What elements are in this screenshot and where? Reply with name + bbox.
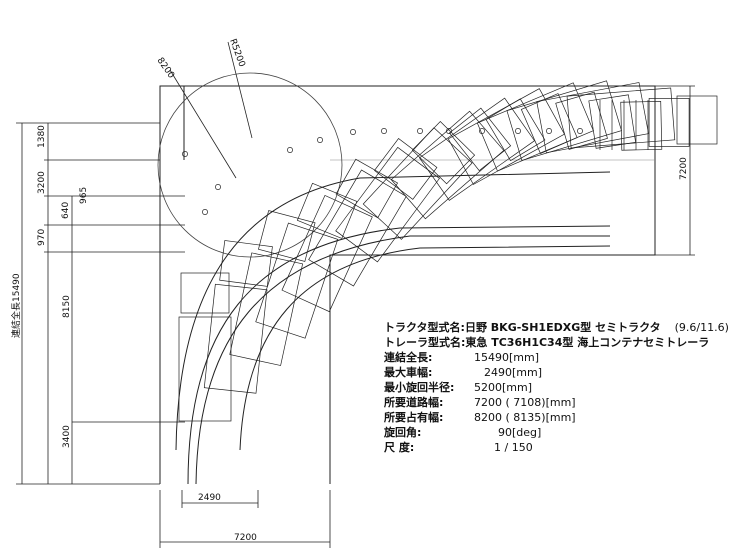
tractor-outline (335, 158, 399, 219)
spec-value: 90[deg] (498, 426, 542, 439)
label-road-width-right: 7200 (679, 157, 689, 180)
tractor-outline (648, 98, 690, 147)
spec-row: 旋回角: 90[deg] (384, 425, 700, 440)
label-vehicle-width: 2490 (198, 493, 221, 503)
tractor-outline (555, 91, 608, 150)
spec-label: 所要占有幅: (384, 411, 444, 424)
label-road-width-bottom: 7200 (234, 533, 257, 543)
spec-row: 連結全長: 15490[mm] (384, 350, 700, 365)
spec-value: 1 / 150 (494, 441, 533, 454)
spec-value: 2490[mm] (484, 366, 543, 379)
trailer-outline (229, 252, 304, 366)
trailer-outline (447, 88, 565, 185)
turning-path-drawing: R5200 8200 1380 3200 640 965 970 8150 34… (10, 38, 718, 548)
spec-label: 最大車幅: (384, 366, 433, 379)
spec-value: 7200 ( 7108)[mm] (474, 396, 576, 409)
trailer-outline (178, 316, 232, 422)
label-970: 970 (37, 229, 47, 246)
dimension-lines (16, 85, 695, 548)
trailer-outline (335, 146, 440, 263)
trailer-outline (419, 97, 535, 201)
label-total-length: 連結全長15490 (10, 273, 22, 338)
spec-value: 5200[mm] (474, 381, 533, 394)
trailer-outline (476, 82, 594, 172)
spec-row: 尺 度: 1 / 150 (384, 440, 700, 455)
spec-row: 最大車幅: 2490[mm] (384, 365, 700, 380)
label-3400: 3400 (62, 425, 72, 448)
leader-lines (169, 41, 253, 179)
trailer-outline (506, 80, 622, 161)
spec-label: 尺 度: (384, 441, 415, 454)
spec-label: 旋回角: (384, 426, 422, 439)
trailer-outline (308, 169, 407, 287)
tractor-outline (620, 100, 663, 151)
tractor-outline (676, 95, 718, 145)
trailer-outline (255, 222, 339, 339)
spec-value: 15490[mm] (474, 351, 540, 364)
spec-tractor-row: トラクタ型式名: 日野 BKG-SH1EDXG型 セミトラクタ (9.6/11.… (384, 320, 729, 335)
label-r5200: R5200 (227, 38, 246, 69)
spec-label: 最小旋回半径: (384, 381, 455, 394)
spec-row: 所要占有幅: 8200 ( 8135)[mm] (384, 410, 700, 425)
tractor-label: トラクタ型式名: (384, 321, 465, 334)
tractor-extra: (9.6/11.6) (674, 321, 729, 334)
label-1380: 1380 (37, 125, 47, 148)
wheel-markers (182, 128, 583, 215)
road-outline (159, 85, 656, 484)
trailer-outline (390, 110, 505, 220)
tractor-outline (180, 272, 230, 314)
vehicle-sweep-positions (178, 80, 718, 422)
tractor-value: 日野 BKG-SH1EDXG型 セミトラクタ (464, 321, 661, 334)
trailer-outline (362, 127, 473, 240)
track-curves (157, 72, 611, 485)
trailer-outline (536, 82, 649, 154)
label-8150: 8150 (62, 295, 72, 318)
tractor-outline (219, 240, 273, 287)
tractor-outline (485, 98, 546, 162)
trailer-value: 東急 TC36H1C34型 海上コンテナセミトレーラ (465, 336, 710, 349)
label-8200: 8200 (155, 56, 176, 81)
tractor-outline (588, 94, 637, 149)
trailer-outline (203, 283, 268, 394)
spec-row: 所要道路幅: 7200 ( 7108)[mm] (384, 395, 700, 410)
spec-table: トラクタ型式名: 日野 BKG-SH1EDXG型 セミトラクタ (9.6/11.… (384, 320, 729, 455)
label-3200: 3200 (37, 171, 47, 194)
spec-label: 連結全長: (384, 351, 433, 364)
tractor-outline (296, 182, 358, 239)
spec-row: 最小旋回半径: 5200[mm] (384, 380, 700, 395)
trailer-outline (281, 194, 373, 313)
spec-value: 8200 ( 8135)[mm] (474, 411, 576, 424)
label-965: 965 (79, 187, 89, 204)
label-640: 640 (61, 202, 71, 219)
trailer-label: トレーラ型式名: (384, 336, 466, 349)
spec-label: 所要道路幅: (384, 396, 444, 409)
spec-trailer-row: トレーラ型式名: 東急 TC36H1C34型 海上コンテナセミトレーラ (384, 335, 709, 350)
tractor-outline (373, 138, 438, 200)
tractor-outline (258, 210, 316, 262)
trailer-outline (566, 87, 676, 149)
